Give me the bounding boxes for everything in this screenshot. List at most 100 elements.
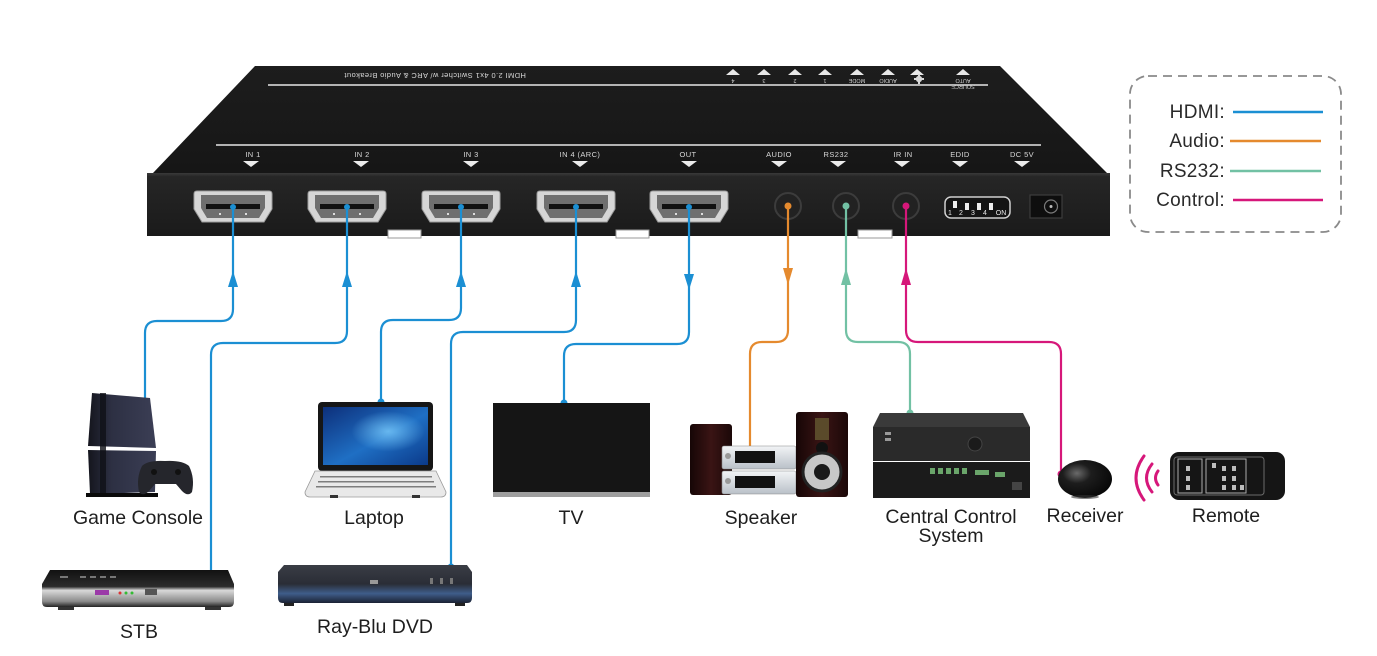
ir-wave-middle [1145,462,1154,494]
port-arrow-icon [353,161,369,167]
legend-label: Control: [1156,190,1225,211]
port-label-out: OUT [679,150,696,159]
port-label-in3: IN 3 [463,150,478,159]
button-arrow-icon [956,69,970,75]
wire-path [904,204,1063,476]
device-label-tv: TV [559,507,584,529]
top-button-2: 2 [788,69,802,83]
top-button-settings [910,69,924,84]
remote-control-icon [1170,452,1285,500]
gear-icon [914,74,924,84]
port-label-in2: IN 2 [354,150,369,159]
arrow-up-icon [571,271,581,287]
top-button-label: 2 [793,77,796,83]
arrow-up-icon [841,268,851,285]
port-label-ir-in: IR IN [893,150,912,159]
top-button-audio: AUDIO [879,69,897,83]
dip-on-label: ON [996,210,1007,217]
wire-end-dot [458,204,464,210]
wire-path [449,205,578,569]
wire-end-dot [784,202,792,210]
device-label-central-control-line2: System [918,525,983,547]
port-label-edid: EDID [950,150,970,159]
dip-position-3: 3 [971,210,975,217]
ir-wave-inner [1154,469,1160,487]
top-button-label: AUDIO [879,77,897,83]
arrow-up-icon [901,268,911,285]
switcher-model-label: HDMI 2.0 4x1 Switcher w/ ARC & Audio Bre… [344,71,526,80]
port-label-audio: AUDIO [766,150,792,159]
port-arrow-icon [463,161,479,167]
button-arrow-icon [850,69,864,75]
wire-end-dot [230,204,236,210]
top-button-mode: MODE [848,69,865,83]
wire-path [209,205,349,577]
top-button-4: 4 [726,69,740,83]
button-arrow-icon [726,69,740,75]
speaker-icon [690,412,848,497]
arrow-down-icon [783,268,793,285]
port-arrow-icon [771,161,787,167]
port-label-row: IN 1 IN 2 IN 3 IN 4 (ARC) OUT AUDIO RS23… [243,150,1034,167]
button-arrow-icon [818,69,832,75]
legend-item-rs232: RS232: [1160,161,1321,182]
wire-end-dot [344,204,350,210]
foot-notch [387,229,422,239]
port-label-rs232: RS232 [824,150,849,159]
speaker: Speaker [690,412,848,529]
dvd-player-icon [278,565,472,606]
wire-path [562,205,691,405]
legend-item-hdmi: HDMI: [1170,102,1323,123]
port-arrow-icon [681,161,697,167]
device-label-ray-blu-dvd: Ray-Blu DVD [317,616,433,638]
legend-item-audio: Audio: [1169,131,1321,152]
game-console-icon [86,393,193,497]
ir-receiver: Receiver [1047,460,1124,527]
foot-notch [857,229,893,239]
laptop: Laptop [304,402,447,529]
port-arrow-icon [1014,161,1030,167]
device-label-receiver: Receiver [1047,505,1124,527]
button-arrow-icon [910,69,924,75]
device-label-laptop: Laptop [344,507,404,529]
stb: STB [42,570,234,643]
wire-path [379,205,463,404]
device-label-stb: STB [120,621,158,643]
ir-signal-icon [1134,454,1160,502]
port-label-in1: IN 1 [245,150,260,159]
central-control-system: Central Control System [873,413,1030,547]
arrow-down-icon [684,274,694,290]
legend-label: RS232: [1160,161,1225,182]
hdmi-switcher-unit: HDMI 2.0 4x1 Switcher w/ ARC & Audio Bre… [147,66,1110,239]
arrow-up-icon [342,271,352,287]
button-arrow-icon [788,69,802,75]
top-button-auto-source: AUTO SOURCE [951,69,975,89]
edid-dip-switch: 1 2 3 4 ON [944,196,1011,219]
game-console: Game Console [73,393,203,529]
port-arrow-icon [894,161,910,167]
top-button-1: 1 [818,69,832,83]
wire-path [844,204,912,415]
stb-icon [42,570,234,610]
port-arrow-icon [243,161,259,167]
wire-end-dot [842,202,850,210]
device-label-speaker: Speaker [725,507,798,529]
legend: HDMI: Audio: RS232: Control: [1129,75,1342,233]
top-button-label-line1: AUTO [955,77,971,83]
switcher-top-panel [153,66,1107,173]
remote: Remote [1170,452,1285,527]
wire-audio-speaker [746,202,793,457]
dip-position-2: 2 [959,210,963,217]
device-label-remote: Remote [1192,505,1260,527]
wire-end-dot [902,202,910,210]
port-arrow-icon [952,161,968,167]
foot-notch [615,229,650,239]
dip-position-1: 1 [948,210,952,217]
top-button-label-line2: SOURCE [951,83,975,89]
arrow-up-icon [456,271,466,287]
wire-end-dot [686,204,692,210]
wire-hdmi-in2-stb [207,204,352,579]
ir-receiver-icon [1058,460,1112,499]
top-button-label: 3 [762,77,765,83]
